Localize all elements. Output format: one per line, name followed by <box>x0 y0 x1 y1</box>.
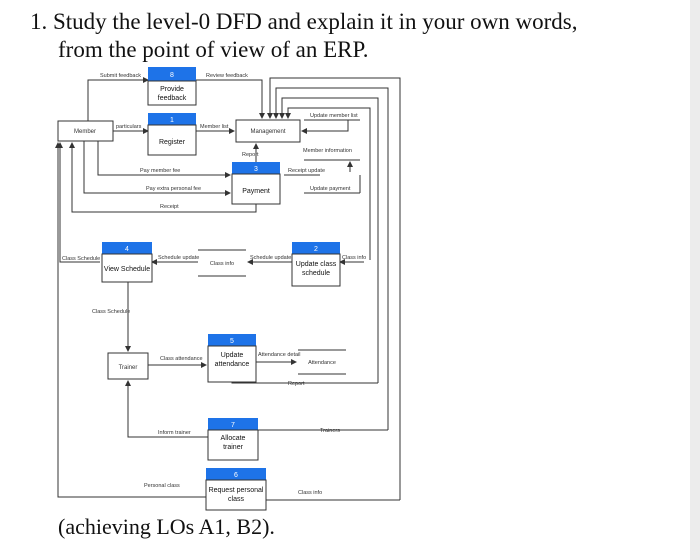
process-8: 8 Provide feedback <box>147 67 197 106</box>
process-3-header <box>232 162 280 174</box>
process-5-id: 5 <box>230 338 234 345</box>
process-5: 5 Update attendance <box>207 334 257 383</box>
flow-receipt-update: Receipt update <box>288 168 325 174</box>
flow-submit-feedback: Submit feedback <box>100 73 141 79</box>
class-info-store-label: Class info <box>210 261 234 267</box>
process-6-name-line2: class <box>228 496 244 503</box>
process-1-id: 1 <box>170 117 174 124</box>
flow-class-schedule-down: Class Schedule <box>92 309 130 315</box>
flow-class-info-right: Class info <box>342 255 366 261</box>
process-2-name-line1: Update class <box>296 261 337 268</box>
process-6-header <box>206 468 266 480</box>
process-8-body <box>147 80 197 106</box>
process-2-header <box>292 242 340 254</box>
flow-trainers: Trainers <box>320 428 340 434</box>
flow-update-member-list: Update member list <box>310 113 358 119</box>
flow-update-payment: Update payment <box>310 186 351 192</box>
flow-pay-member-fee: Pay member fee <box>140 168 180 174</box>
process-4-id: 4 <box>125 246 129 253</box>
question-footer: (achieving LOs A1, B2). <box>58 514 275 539</box>
process-7-id: 7 <box>231 422 235 429</box>
process-2-body <box>291 253 341 287</box>
process-5-header <box>208 334 256 346</box>
flow-personal-class: Personal class <box>144 483 180 489</box>
process-5-body <box>207 345 257 383</box>
trainer-entity-label: Trainer <box>119 365 138 371</box>
flow-member-information: Member information <box>303 148 352 154</box>
process-3-id: 3 <box>254 166 258 173</box>
process-4: 4 View Schedule <box>101 242 153 283</box>
process-4-header <box>102 242 152 254</box>
process-8-header <box>148 67 196 81</box>
process-1-header <box>148 113 196 125</box>
process-5-name-line1: Update <box>221 352 244 359</box>
process-1-body <box>147 124 197 156</box>
process-2: 2 Update class schedule <box>291 242 341 287</box>
process-7: 7 Allocate trainer <box>207 418 259 461</box>
flow-member-list: Member list <box>200 124 229 130</box>
question-line-2: from the point of view of an ERP. <box>58 37 369 62</box>
flow-class-attendance: Class attendance <box>160 356 203 362</box>
flow-report-payment: Report <box>242 152 259 158</box>
flow-schedule-update-right: Schedule update <box>250 255 291 261</box>
process-7-name-line2: trainer <box>223 444 244 451</box>
process-6-body <box>205 479 267 511</box>
question-line-1: 1. Study the level-0 DFD and explain it … <box>30 9 578 34</box>
page-edge-shadow <box>690 0 700 560</box>
process-7-header <box>208 418 258 430</box>
process-4-name: View Schedule <box>104 266 150 273</box>
flow-review-feedback: Review feedback <box>206 73 248 79</box>
process-1: 1 Register <box>147 113 197 156</box>
management-entity-label: Management <box>250 129 285 135</box>
flow-class-schedule-left: Class Schedule <box>62 256 100 262</box>
flow-report-attendance: Report <box>288 381 305 387</box>
flow-schedule-update-left: Schedule update <box>158 255 199 261</box>
process-6-id: 6 <box>234 472 238 479</box>
flow-pay-extra-fee: Pay extra personal fee <box>146 186 201 192</box>
flow-particulars: particulars <box>116 124 142 130</box>
trainer-entity-box <box>107 352 149 380</box>
process-3: 3 Payment <box>231 162 281 205</box>
process-6: 6 Request personal class <box>205 468 267 511</box>
process-5-name-line2: attendance <box>215 361 250 368</box>
process-3-body <box>231 173 281 205</box>
flow-attendance-detail: Attendance detail <box>258 352 301 358</box>
process-4-body <box>101 253 153 283</box>
process-6-name-line1: Request personal <box>209 487 264 494</box>
flow-inform-trainer: Inform trainer <box>158 430 191 436</box>
process-8-name-line2: feedback <box>158 95 187 102</box>
process-7-name-line1: Allocate <box>221 435 246 442</box>
process-3-name: Payment <box>242 188 270 195</box>
process-2-id: 2 <box>314 246 318 253</box>
process-2-name-line2: schedule <box>302 270 330 277</box>
process-1-name: Register <box>159 139 186 146</box>
management-entity-box <box>235 119 301 143</box>
flow-receipt: Receipt <box>160 204 179 210</box>
flow-class-info-bottom: Class info <box>298 490 322 496</box>
process-7-body <box>207 429 259 461</box>
member-entity-label: Member <box>74 129 96 135</box>
attendance-store-label: Attendance <box>308 360 336 366</box>
process-8-id: 8 <box>170 72 174 79</box>
process-8-name-line1: Provide <box>160 86 184 93</box>
